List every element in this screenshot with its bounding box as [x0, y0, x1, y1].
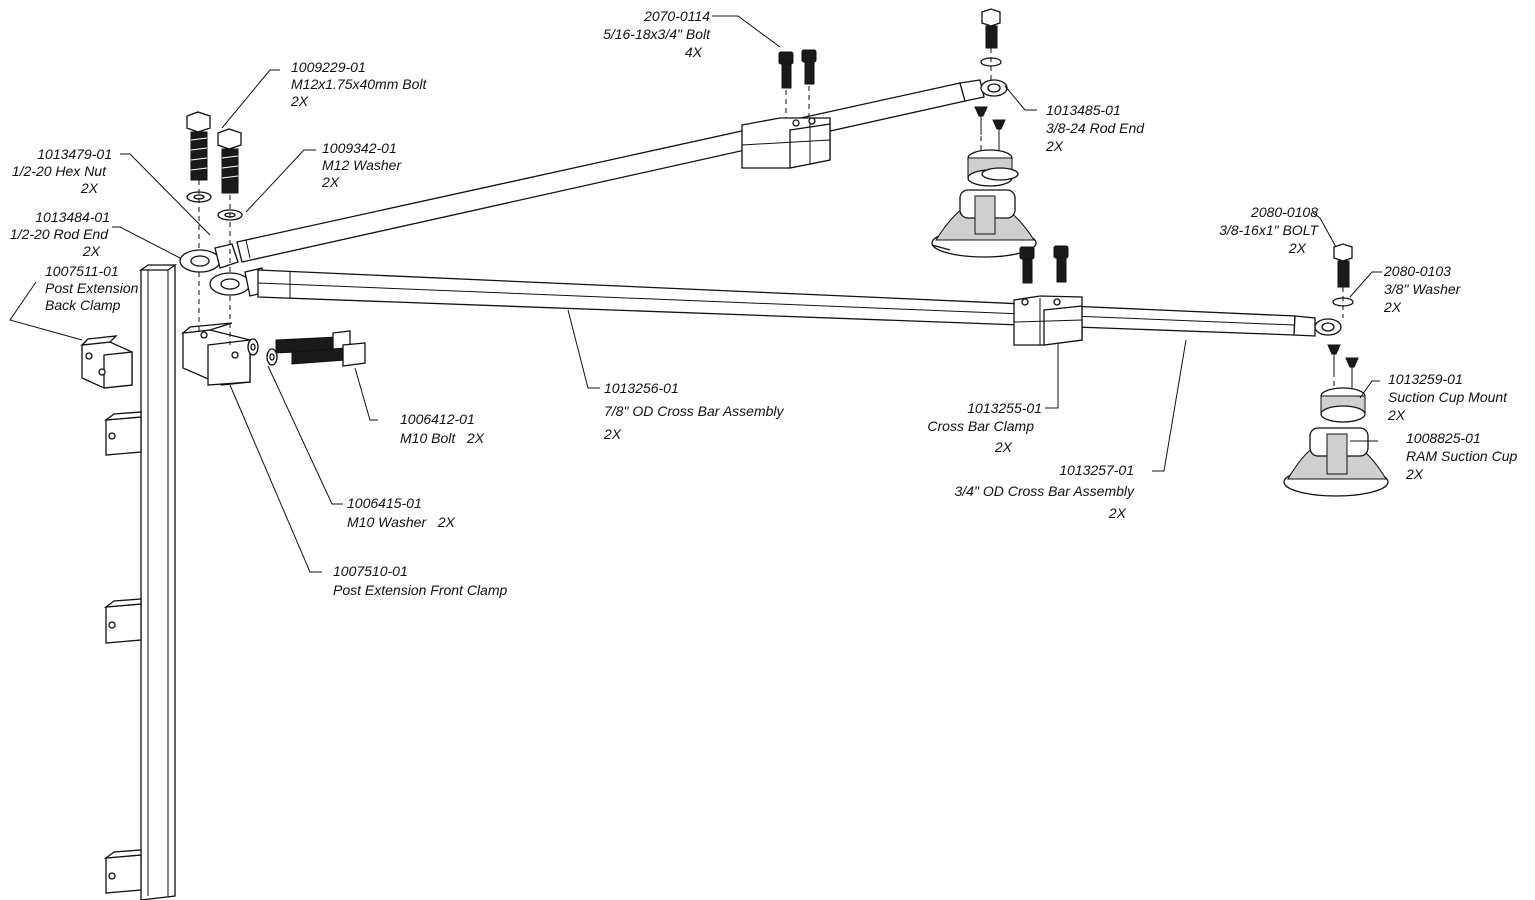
callout-quantity: 2X: [1383, 299, 1402, 315]
callout-part-number: 1006412-01: [400, 411, 475, 427]
callout-quantity: 2X: [321, 174, 340, 190]
m12-bolt: [186, 111, 242, 194]
callout-1013255-01: 1013255-01 Cross Bar Clamp 2X: [927, 400, 1042, 455]
callout-1008825-01: 1008825-01 RAM Suction Cup 2X: [1405, 430, 1517, 482]
clamp-bolt-upper: [778, 49, 817, 89]
callout-quantity: 2X: [80, 180, 99, 196]
callout-part-number: 1013479-01: [37, 146, 112, 162]
callout-quantity: 2X: [290, 93, 309, 109]
callout-description: 3/8" Washer: [1384, 281, 1462, 297]
bolt-3-8-top: [981, 8, 1001, 49]
mount-screws-right: [1327, 344, 1359, 386]
mount-screws-top: [974, 106, 1006, 148]
bolt-3-8-right: [1333, 243, 1353, 288]
callout-part-number: 1008825-01: [1406, 430, 1481, 446]
callout-part-number: 1013256-01: [604, 380, 679, 396]
callout-1007511-01: 1007511-01 Post Extension Back Clamp: [45, 263, 139, 313]
cross-bar-clamp-upper: [741, 117, 831, 169]
callout-description: 3/8-24 Rod End: [1046, 120, 1145, 136]
callout-quantity: 2X: [1288, 240, 1307, 256]
ram-suction-cup-right: [1283, 427, 1389, 497]
callout-description: M10 Washer 2X: [347, 514, 456, 530]
callout-2080-0103: 2080-0103 3/8" Washer 2X: [1383, 263, 1462, 315]
callout-1013479-01: 1013479-01 1/2-20 Hex Nut 2X: [12, 146, 112, 196]
post-extension-front-clamp: [180, 322, 251, 386]
callout-description: 7/8" OD Cross Bar Assembly: [604, 403, 784, 419]
callout-description: Post Extension: [45, 280, 139, 296]
callout-1013257-01: 1013257-01 3/4" OD Cross Bar Assembly 2X: [955, 462, 1135, 521]
callout-part-number: 1013257-01: [1059, 462, 1134, 478]
callout-description: 3/8-16x1" BOLT: [1219, 222, 1319, 238]
callout-1009342-01: 1009342-01 M12 Washer 2X: [321, 140, 402, 190]
clamp-bolt-lower: [1019, 245, 1069, 284]
callout-description: M10 Bolt 2X: [400, 430, 485, 446]
cross-bar-lower: [257, 269, 1342, 337]
callout-description: Suction Cup Mount: [1388, 389, 1508, 405]
callout-quantity: 2X: [1387, 407, 1406, 423]
rod-end-lower: [209, 267, 267, 297]
callout-1009229-01: 1009229-01 M12x1.75x40mm Bolt 2X: [290, 59, 428, 109]
callout-part-number: 2080-0108: [1250, 204, 1318, 220]
callout-part-number: 1006415-01: [347, 495, 422, 511]
callout-1006415-01: 1006415-01 M10 Washer 2X: [347, 495, 456, 530]
suction-cup-mount-right: [1320, 387, 1366, 423]
callout-description: 1/2-20 Hex Nut: [12, 163, 107, 179]
callout-part-number: 2070-0114: [643, 8, 710, 24]
callout-quantity: 2X: [1045, 138, 1064, 154]
cross-bar-clamp-lower: [1013, 295, 1083, 346]
callout-part-number: 1013259-01: [1388, 371, 1463, 387]
callout-2070-0114: 2070-0114 5/16-18x3/4" Bolt 4X: [603, 8, 711, 60]
ram-suction-cup-top: [931, 189, 1037, 258]
callout-part-number: 1013485-01: [1046, 102, 1121, 118]
callout-1006412-01: 1006412-01 M10 Bolt 2X: [400, 411, 485, 446]
callout-description: Cross Bar Clamp: [927, 418, 1034, 434]
callout-description: RAM Suction Cup: [1406, 448, 1517, 464]
callout-part-number: 1013255-01: [967, 400, 1042, 416]
callout-description-2: Back Clamp: [45, 297, 121, 313]
suction-cup-mount-top: [967, 149, 1019, 187]
callout-1007510-01: 1007510-01 Post Extension Front Clamp: [333, 563, 508, 598]
callout-1013259-01: 1013259-01 Suction Cup Mount 2X: [1387, 371, 1508, 423]
m12-washer: [186, 191, 243, 221]
post-tab: [103, 411, 142, 456]
m10-washer: [247, 338, 278, 366]
callout-2080-0108: 2080-0108 3/8-16x1" BOLT 2X: [1219, 204, 1319, 256]
callout-quantity: 2X: [994, 439, 1013, 455]
callout-description: M12 Washer: [322, 157, 402, 173]
rod-end-upper: [179, 243, 239, 273]
callout-part-number: 2080-0103: [1383, 263, 1451, 279]
callout-part-number: 1007511-01: [45, 263, 119, 279]
leader-lines: [9, 15, 1382, 573]
callout-1013256-01: 1013256-01 7/8" OD Cross Bar Assembly 2X: [603, 380, 784, 442]
callout-1013485-01: 1013485-01 3/8-24 Rod End 2X: [1045, 102, 1145, 154]
post-tab: [103, 849, 142, 894]
callout-quantity: 2X: [82, 243, 101, 259]
callout-part-number: 1007510-01: [333, 563, 408, 579]
callout-quantity: 2X: [603, 426, 622, 442]
callout-description: 1/2-20 Rod End: [10, 226, 109, 242]
callout-part-number: 1013484-01: [35, 209, 110, 225]
callout-part-number: 1009342-01: [322, 140, 397, 156]
post-extension-back-clamp: [80, 335, 133, 389]
callout-description: M12x1.75x40mm Bolt: [291, 76, 428, 92]
callout-quantity: 2X: [1108, 505, 1127, 521]
callout-description: 3/4" OD Cross Bar Assembly: [955, 483, 1135, 499]
callout-quantity: 2X: [1405, 466, 1424, 482]
post-extension: [103, 264, 178, 900]
callout-description: 5/16-18x3/4" Bolt: [603, 26, 711, 42]
callout-quantity: 4X: [685, 44, 703, 60]
callout-description: Post Extension Front Clamp: [333, 582, 508, 598]
post-tab: [103, 598, 142, 644]
m10-bolt: [275, 330, 366, 367]
callout-1013484-01: 1013484-01 1/2-20 Rod End 2X: [10, 209, 110, 259]
callout-part-number: 1009229-01: [291, 59, 366, 75]
